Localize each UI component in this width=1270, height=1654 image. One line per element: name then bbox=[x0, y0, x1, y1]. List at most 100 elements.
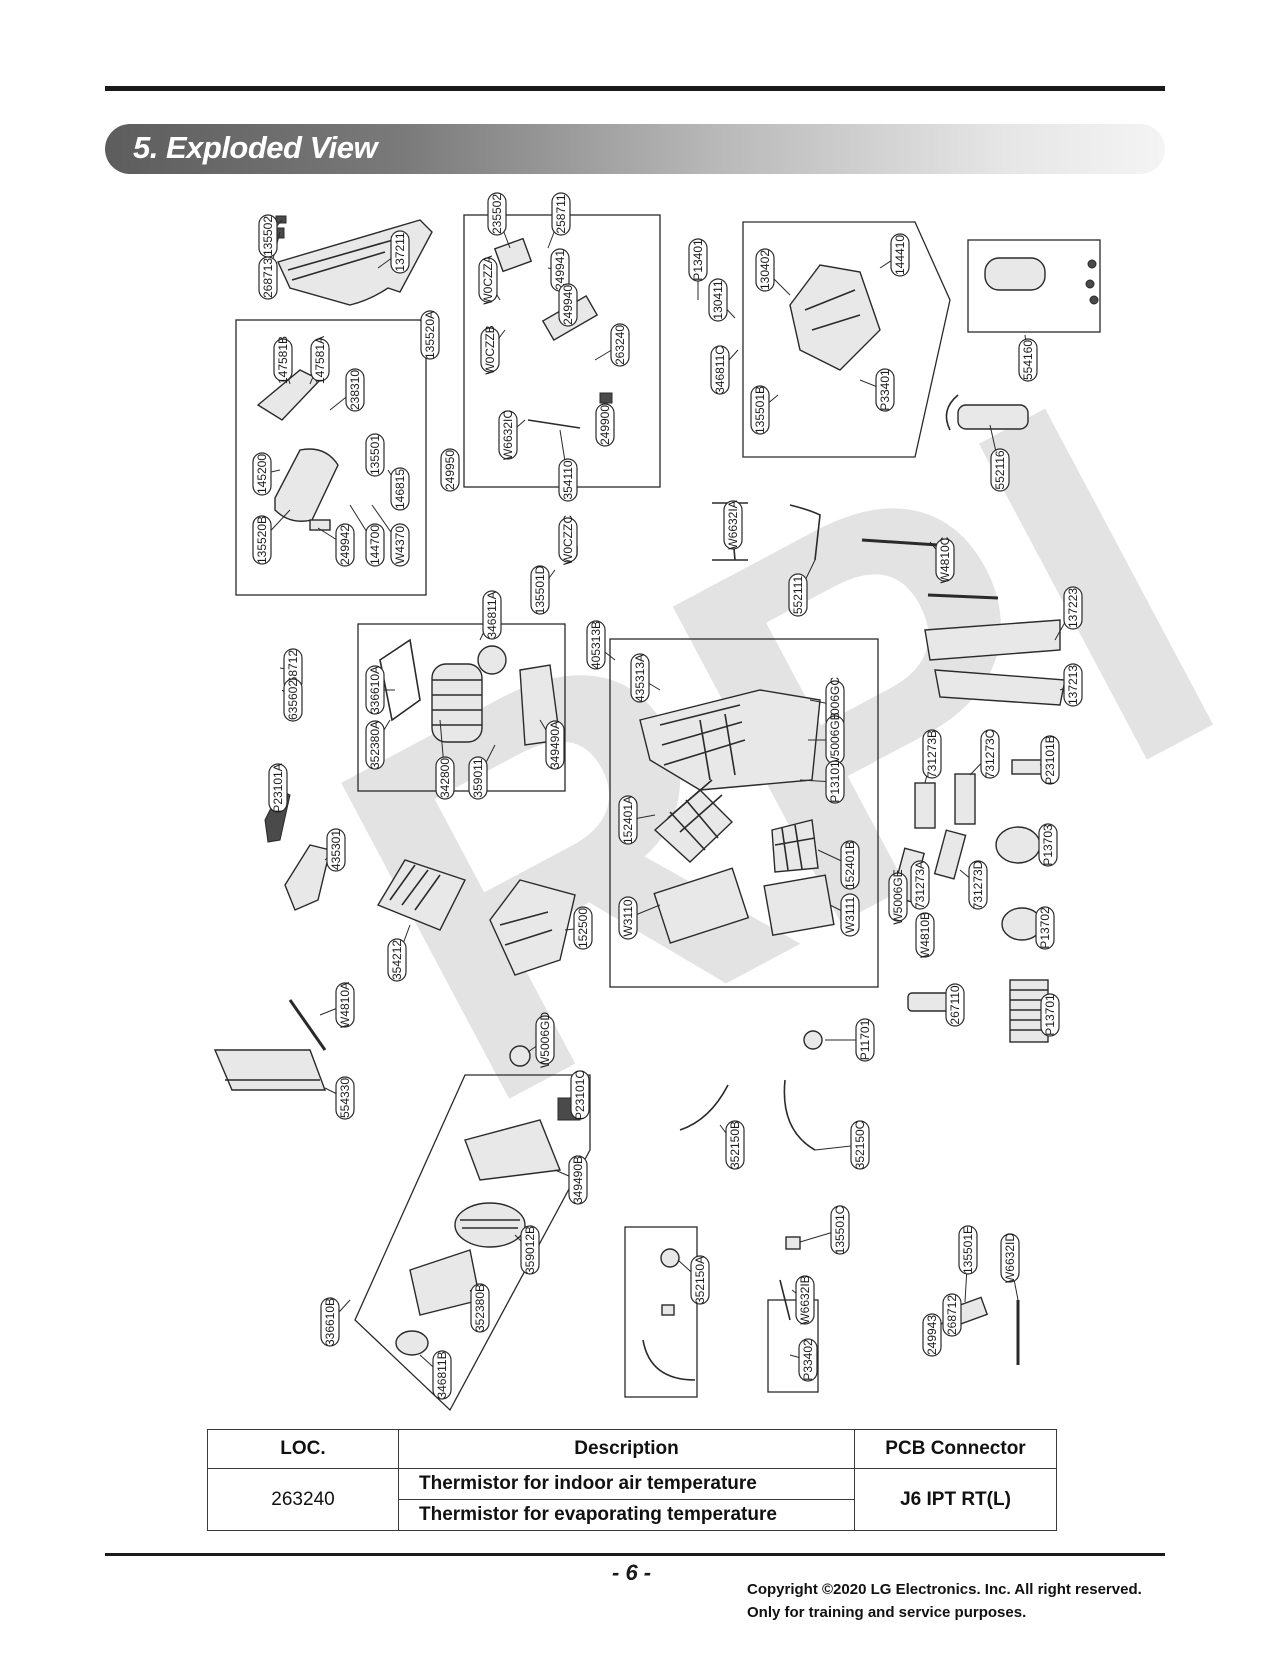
part-evaporator bbox=[376, 859, 466, 931]
callout-label: 336610A bbox=[368, 666, 382, 714]
part-callout: 349490B bbox=[568, 1155, 588, 1205]
part-callout: 346811B bbox=[432, 1350, 452, 1400]
top-rule bbox=[105, 86, 1165, 91]
callout-bubble bbox=[855, 1018, 875, 1062]
part-window-panel-b bbox=[914, 782, 936, 829]
callout-bubble bbox=[558, 458, 578, 502]
group-box-fan-lower bbox=[354, 1074, 591, 1412]
part-callout: 145200 bbox=[252, 452, 272, 496]
callout-label: 554330 bbox=[338, 1078, 352, 1118]
part-callout: 336610B bbox=[320, 1297, 340, 1347]
callout-bubble bbox=[390, 467, 410, 511]
callout-bubble bbox=[910, 860, 930, 910]
callout-bubble bbox=[935, 538, 955, 582]
copyright-notice: Copyright ©2020 LG Electronics. Inc. All… bbox=[747, 1578, 1142, 1624]
part-base-pan bbox=[789, 264, 881, 371]
part-display-pcb bbox=[309, 519, 331, 531]
callout-bubble bbox=[478, 257, 498, 303]
callout-label: 152401B bbox=[843, 841, 857, 889]
part-callout: 342800 bbox=[435, 756, 455, 800]
part-callout: W0CZZC bbox=[558, 515, 578, 565]
callout-bubble bbox=[365, 720, 385, 770]
callout-bubble bbox=[310, 338, 330, 382]
callout-bubble bbox=[942, 1293, 962, 1337]
part-rail bbox=[861, 538, 939, 547]
part-callout: 147581B bbox=[273, 336, 293, 384]
part-exhaust-adapter bbox=[995, 826, 1041, 864]
part-callout: 552116 bbox=[990, 448, 1010, 492]
callout-bubble bbox=[440, 448, 460, 492]
callout-label: 235502 bbox=[490, 194, 504, 234]
part-callout: 249950 bbox=[440, 448, 460, 492]
callout-label: 346811B bbox=[435, 1351, 449, 1398]
part-callout: 249943 bbox=[922, 1313, 942, 1357]
part-callout: P23101C bbox=[570, 1070, 590, 1120]
group-box-drain bbox=[624, 1226, 698, 1398]
callout-label: W3111 bbox=[843, 897, 857, 934]
callout-label: 238310 bbox=[348, 370, 362, 410]
group-box-display bbox=[235, 319, 427, 596]
callout-bubble bbox=[630, 653, 650, 703]
callout-bubble bbox=[335, 523, 355, 567]
callout-label: 135502 bbox=[261, 216, 275, 256]
callout-bubble bbox=[798, 1338, 818, 1382]
group-box-pcb bbox=[767, 1299, 819, 1393]
part-callout: 135520A bbox=[420, 310, 440, 360]
callout-bubble bbox=[990, 448, 1010, 492]
callout-bubble bbox=[252, 515, 272, 565]
part-callout: 354212 bbox=[387, 938, 407, 982]
part-callout: 349490A bbox=[545, 720, 565, 770]
callout-bubble bbox=[432, 1350, 452, 1400]
part-callout: 147581A bbox=[310, 336, 330, 384]
callout-bubble bbox=[558, 283, 578, 327]
part-display-frame bbox=[274, 448, 339, 522]
part-callout: P11701 bbox=[855, 1018, 875, 1062]
callout-bubble bbox=[345, 368, 365, 412]
callout-label: 352150A bbox=[693, 1256, 707, 1304]
callout-bubble bbox=[888, 872, 908, 922]
part-callout: W6632IB bbox=[795, 1275, 815, 1325]
part-callout: 731273C bbox=[980, 729, 1000, 779]
callout-bubble bbox=[1018, 338, 1038, 382]
callout-bubble bbox=[335, 1076, 355, 1120]
part-callout: 336610A bbox=[365, 665, 385, 715]
part-callout: 352150A bbox=[690, 1255, 710, 1305]
page-number: - 6 - bbox=[612, 1560, 652, 1585]
part-filter-c bbox=[653, 867, 750, 944]
part-callout: W4810A bbox=[335, 982, 355, 1028]
callout-label: 137213 bbox=[1066, 665, 1080, 705]
part-callout: 554160 bbox=[1018, 338, 1038, 382]
part-callout: W0CZZA bbox=[478, 255, 498, 305]
part-callout: W5006GB bbox=[825, 712, 845, 768]
part-harness-b bbox=[779, 1279, 791, 1321]
callout-bubble bbox=[535, 1015, 555, 1065]
callout-bubble bbox=[840, 893, 860, 937]
callout-label: 152500 bbox=[576, 908, 590, 948]
part-callout: 258711 bbox=[551, 192, 571, 236]
part-rear-panel bbox=[284, 844, 331, 911]
part-callout: 146815 bbox=[390, 467, 410, 511]
callout-label: 145200 bbox=[255, 454, 269, 494]
callout-label: 552111 bbox=[791, 576, 805, 615]
callout-bubble bbox=[283, 678, 303, 722]
callout-bubble bbox=[387, 938, 407, 982]
callout-bubble bbox=[468, 756, 488, 800]
part-wire-harness-b bbox=[789, 504, 821, 561]
callout-bubble bbox=[795, 1275, 815, 1325]
callout-label: W4370 bbox=[393, 526, 407, 564]
callout-label: 342800 bbox=[438, 758, 452, 798]
callout-label: P11701 bbox=[858, 1019, 872, 1060]
callout-bubble bbox=[595, 403, 615, 447]
callout-label: P33401 bbox=[878, 369, 892, 411]
callout-label: W4810C bbox=[938, 536, 952, 583]
callout-bubble bbox=[365, 665, 385, 715]
part-window-panel-c bbox=[954, 773, 976, 825]
callout-label: 137223 bbox=[1066, 588, 1080, 628]
part-callout: 552111 bbox=[788, 573, 808, 617]
callout-bubble bbox=[875, 368, 895, 412]
part-callout: W6632ID bbox=[1000, 1233, 1020, 1283]
callout-label: W0CZZA bbox=[481, 255, 495, 304]
callout-label: 359012B bbox=[523, 1226, 537, 1274]
part-callout: P13702 bbox=[1035, 906, 1055, 950]
callout-label: 731273D bbox=[971, 860, 985, 909]
